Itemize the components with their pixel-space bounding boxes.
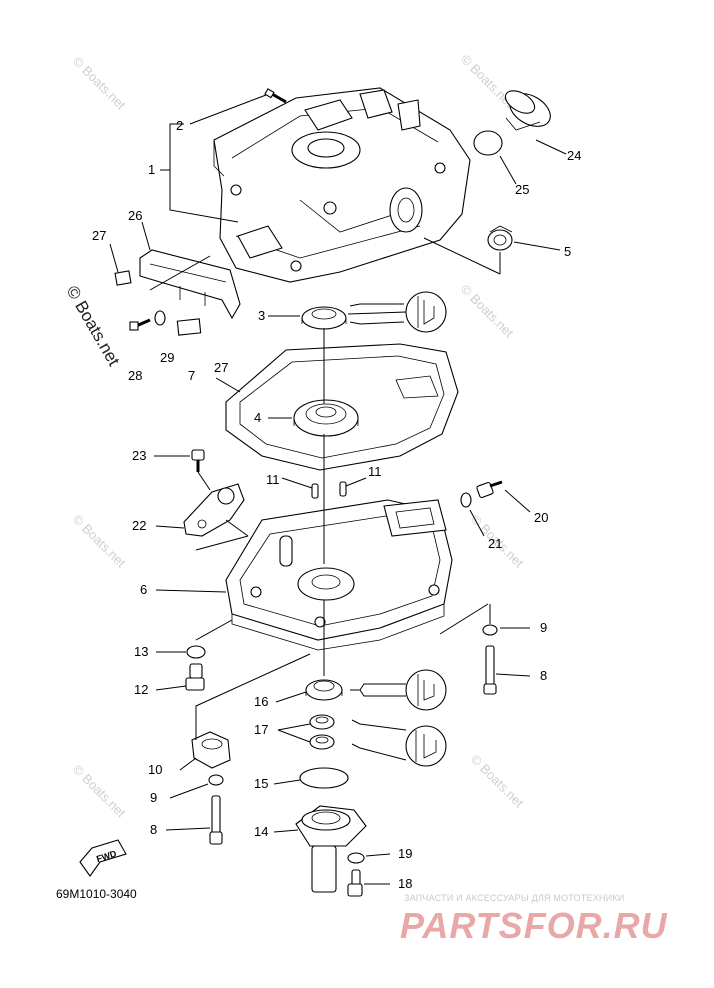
washer-9-left — [208, 774, 224, 786]
callout-7: 7 — [188, 368, 195, 383]
callout-6: 6 — [140, 582, 147, 597]
drain-bolt-20 — [476, 480, 503, 499]
screw-28 — [129, 318, 151, 331]
detail-seal-top — [405, 291, 447, 333]
bolt-8-right — [483, 645, 497, 695]
oil-seal-16 — [305, 679, 343, 701]
callout-5: 5 — [564, 244, 571, 259]
washer-19 — [347, 852, 365, 864]
callout-16: 16 — [254, 694, 268, 709]
callout-25: 25 — [515, 182, 529, 197]
cover-26 — [139, 249, 241, 320]
brand-logo: PARTSFOR.RU — [400, 905, 668, 946]
callout-26: 26 — [128, 208, 142, 223]
crankcase-lower-6 — [225, 499, 453, 651]
washer-29 — [154, 310, 166, 326]
callout-8-left: 8 — [150, 822, 157, 837]
callout-2: 2 — [176, 118, 183, 133]
callout-11-left: 11 — [266, 472, 280, 487]
callout-20: 20 — [534, 510, 548, 525]
callout-8-right: 8 — [540, 668, 547, 683]
o-ring-15 — [299, 767, 349, 789]
callout-11-right: 11 — [368, 464, 382, 479]
detail-seal-16 — [405, 669, 447, 711]
bolt-12 — [185, 663, 205, 691]
o-ring-25 — [473, 130, 503, 156]
crankcase-upper — [213, 87, 471, 283]
callout-9-left: 9 — [150, 790, 157, 805]
washer-13 — [186, 645, 206, 659]
washer-9-right — [482, 624, 498, 636]
callout-23: 23 — [132, 448, 146, 463]
oil-seals-17 — [309, 714, 335, 750]
callout-27-lower: 27 — [214, 360, 228, 375]
callout-24: 24 — [567, 148, 581, 163]
damper-27-top — [114, 270, 132, 286]
callout-17: 17 — [254, 722, 268, 737]
leader-lines — [109, 94, 567, 885]
callout-29: 29 — [160, 350, 174, 365]
callout-15: 15 — [254, 776, 268, 791]
callout-12: 12 — [134, 682, 148, 697]
dowel-pin-11-right — [339, 481, 347, 497]
callout-21: 21 — [488, 536, 502, 551]
callout-9-right: 9 — [540, 620, 547, 635]
callout-numbers: 1 2 24 25 5 26 27 3 29 27 28 7 4 23 11 1… — [92, 118, 581, 891]
bearing-4 — [293, 399, 359, 437]
callout-1: 1 — [148, 162, 155, 177]
callout-14: 14 — [254, 824, 268, 839]
brand-tagline: ЗАПЧАСТИ И АКСЕССУАРЫ ДЛЯ МОТОТЕХНИКИ — [404, 893, 625, 903]
large-watermark: © Boats.net — [63, 283, 124, 370]
callout-10: 10 — [148, 762, 162, 777]
gasket-21 — [460, 492, 472, 508]
watermark: © Boats.net — [70, 54, 129, 113]
detail-seal-17 — [405, 725, 447, 767]
oil-filler-cap-24 — [504, 90, 551, 131]
clamp-10 — [191, 731, 231, 769]
callout-3: 3 — [258, 308, 265, 323]
watermark: © Boats.net — [468, 752, 527, 811]
bolt-8-left — [209, 795, 223, 845]
bolt-23 — [191, 449, 205, 472]
oil-seal-3 — [301, 306, 347, 330]
watermark: © Boats.net — [458, 282, 517, 341]
oil-seal-housing-14 — [295, 805, 367, 893]
oil-seal-5 — [487, 225, 513, 251]
dowel-pin-11-left — [311, 483, 319, 499]
bolt-2 — [264, 88, 287, 104]
damper-27-lower — [176, 318, 202, 336]
callout-22: 22 — [132, 518, 146, 533]
watermark: © Boats.net — [70, 512, 129, 571]
bolt-18 — [347, 869, 363, 897]
drawing-code: 69M1010-3040 — [56, 887, 137, 901]
callout-19: 19 — [398, 846, 412, 861]
forward-arrow-icon: FWD — [79, 839, 127, 877]
callout-28: 28 — [128, 368, 142, 383]
callout-13: 13 — [134, 644, 148, 659]
watermark: © Boats.net — [70, 762, 129, 821]
bracket-22 — [183, 483, 245, 537]
callout-27-top: 27 — [92, 228, 106, 243]
callout-4: 4 — [254, 410, 261, 425]
callout-18: 18 — [398, 876, 412, 891]
